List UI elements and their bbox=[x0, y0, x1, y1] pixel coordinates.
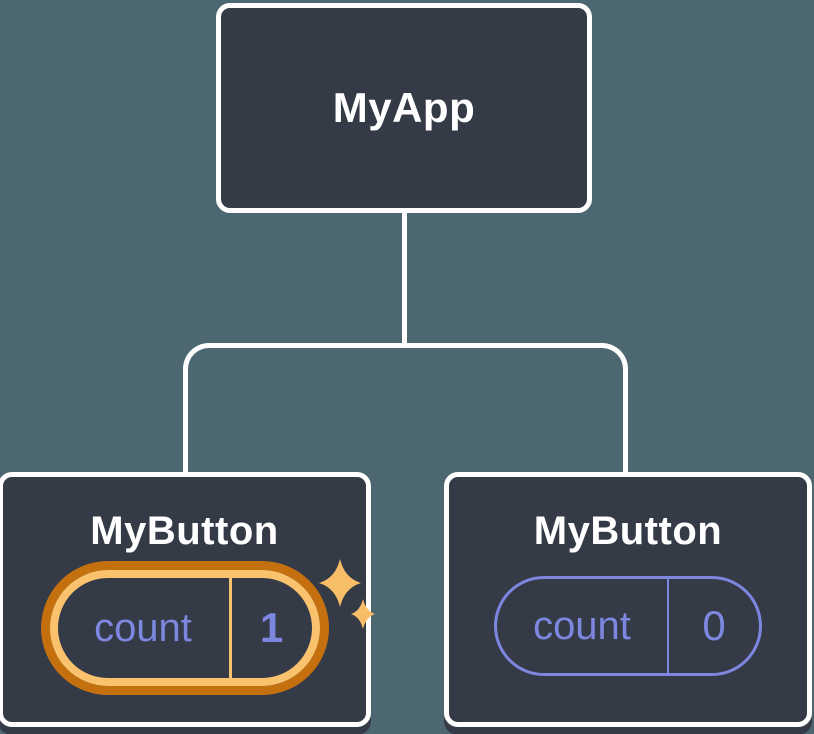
pill-divider bbox=[228, 578, 232, 678]
state-value: 0 bbox=[702, 602, 726, 649]
pill-divider bbox=[667, 579, 669, 673]
state-pill-idle: count 0 bbox=[494, 576, 762, 676]
root-node-myapp: MyApp bbox=[216, 3, 592, 213]
child-node-mybutton-active: MyButton count 1 bbox=[0, 472, 375, 727]
state-key-label: count bbox=[94, 605, 192, 650]
connector-root-stem bbox=[402, 211, 407, 347]
state-pill-highlighted: count 1 bbox=[49, 570, 320, 686]
connector-branch-bracket bbox=[183, 343, 628, 472]
child-node-mybutton-idle: MyButton count 0 bbox=[444, 472, 812, 727]
state-value: 1 bbox=[259, 604, 284, 651]
root-node-label: MyApp bbox=[332, 84, 476, 131]
sparkle-icon bbox=[319, 559, 375, 629]
child-node-label: MyButton bbox=[533, 509, 723, 553]
state-key-label: count bbox=[533, 603, 631, 648]
child-node-label: MyButton bbox=[90, 509, 279, 553]
